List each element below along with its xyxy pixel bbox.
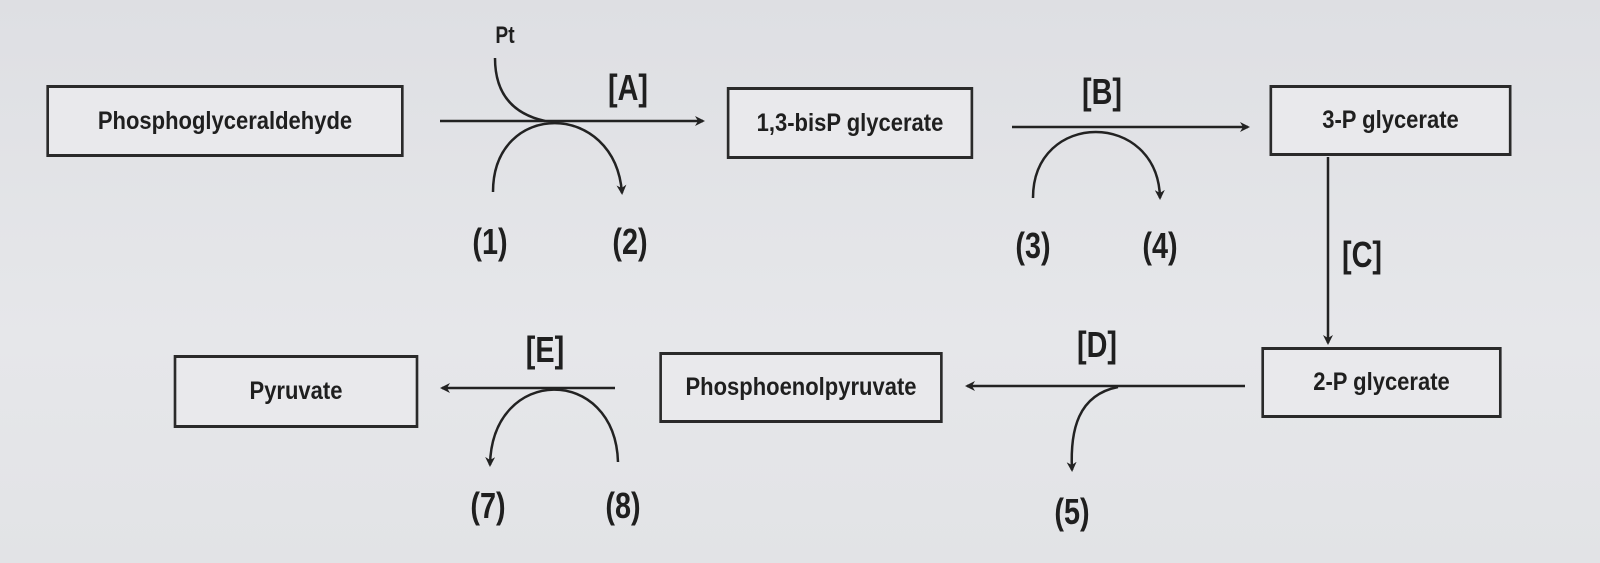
step-e-label: [E] <box>525 329 565 370</box>
step-a-label: [A] <box>608 67 648 108</box>
compound-2-p-glycerate: 2-P glycerate <box>1261 347 1502 418</box>
cofactor-4: (4) <box>1142 225 1178 266</box>
arc-8-7 <box>485 388 620 467</box>
cofactor-3: (3) <box>1015 225 1051 266</box>
compound-3-p-glycerate: 3-P glycerate <box>1269 85 1512 156</box>
compound-1-3-bisp-glycerate: 1,3-bisP glycerate <box>726 87 974 159</box>
arc-1-2 <box>491 121 627 195</box>
cofactor-7: (7) <box>470 485 506 526</box>
compound-phosphoglyceraldehyde: Phosphoglyceraldehyde <box>46 85 404 157</box>
arc-3-4 <box>1031 130 1165 200</box>
step-d-label: [D] <box>1077 324 1117 365</box>
compound-phosphoenolpyruvate: Phosphoenolpyruvate <box>659 352 943 423</box>
cofactor-2: (2) <box>612 221 648 262</box>
pt-input-curve <box>493 57 546 123</box>
cofactor-5: (5) <box>1054 491 1090 532</box>
cofactor-8: (8) <box>605 485 641 526</box>
step-c-label: [C] <box>1342 234 1382 275</box>
pt-label: Pt <box>495 22 515 49</box>
cofactor-1: (1) <box>472 221 508 262</box>
compound-pyruvate: Pyruvate <box>173 355 419 428</box>
arc-5 <box>1066 385 1119 472</box>
step-b-label: [B] <box>1082 71 1122 112</box>
